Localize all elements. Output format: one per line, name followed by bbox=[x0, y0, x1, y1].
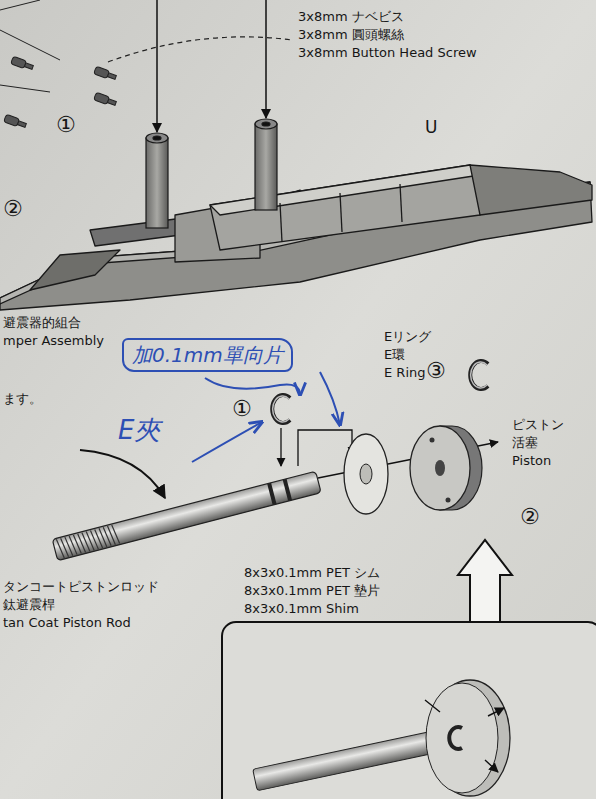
handwritten-leader bbox=[192, 372, 340, 462]
note-text: ます。 bbox=[3, 392, 42, 407]
screw-arrow bbox=[156, 0, 158, 132]
part-label: tan Coat Piston Rod bbox=[3, 616, 131, 631]
mount-posts bbox=[146, 119, 277, 228]
piston bbox=[410, 426, 482, 510]
part-label: ピストン bbox=[512, 418, 564, 433]
thread-stroke bbox=[82, 532, 90, 552]
pointer-arrow bbox=[80, 450, 165, 498]
pet-shim bbox=[344, 434, 388, 514]
part-label: Eリング bbox=[384, 330, 431, 345]
piston-rod bbox=[52, 471, 321, 560]
part-label: E Ring bbox=[384, 366, 425, 381]
ering-arrow bbox=[280, 428, 281, 466]
thread-stroke bbox=[112, 524, 120, 544]
part-label: 8x3x0.1mm PET 墊片 bbox=[244, 584, 380, 599]
screw-label: 3x8mm Button Head Screw bbox=[298, 46, 477, 61]
handwritten-note: 加0.1mm單向片 bbox=[132, 343, 283, 367]
callout-number: ① bbox=[232, 396, 252, 421]
up-arrow bbox=[458, 540, 512, 622]
handwritten-box: 加0.1mm單向片 bbox=[122, 338, 293, 372]
thread-stroke bbox=[86, 531, 94, 551]
thread-stroke bbox=[95, 529, 103, 549]
shim-arrow bbox=[298, 430, 352, 466]
screw-arrow bbox=[265, 0, 267, 118]
section-heading: mper Assembly bbox=[3, 334, 104, 349]
thread-stroke bbox=[99, 528, 107, 548]
callout-number: ② bbox=[3, 196, 23, 221]
thread-stroke bbox=[61, 537, 69, 557]
screw-label: 3x8mm ナベビス bbox=[298, 10, 404, 25]
part-label: Piston bbox=[512, 454, 551, 469]
part-label: 8x3x0.1mm Shim bbox=[244, 602, 359, 617]
thread-stroke bbox=[103, 526, 111, 546]
part-label: 鈦避震桿 bbox=[3, 598, 55, 613]
e-ring-highlight bbox=[273, 362, 487, 422]
section-heading: 避震器的組合 bbox=[3, 316, 81, 331]
thread-stroke bbox=[69, 535, 77, 555]
handwritten-note: E夾 bbox=[118, 416, 160, 446]
callout-number: ② bbox=[520, 504, 540, 529]
thread-stroke bbox=[56, 539, 64, 559]
callout-number: ① bbox=[56, 112, 76, 137]
thread-stroke bbox=[90, 530, 98, 550]
screw-label: 3x8mm 圓頭螺絲 bbox=[298, 28, 404, 43]
inset-box bbox=[222, 622, 596, 799]
callout-number: ③ bbox=[426, 358, 446, 383]
e-ring bbox=[272, 361, 488, 423]
part-label: 8x3x0.1mm PET シム bbox=[244, 566, 380, 581]
thread-stroke bbox=[107, 525, 115, 545]
bumper-plate bbox=[0, 165, 592, 310]
part-label: タンコートピストンロッド bbox=[3, 580, 159, 595]
screw-leaders bbox=[0, 0, 60, 92]
thread-stroke bbox=[78, 533, 86, 553]
dashed-leader bbox=[108, 37, 292, 62]
part-label: E環 bbox=[384, 348, 405, 363]
part-label: 活塞 bbox=[512, 436, 538, 451]
thread-stroke bbox=[73, 534, 81, 554]
thread-stroke bbox=[65, 536, 73, 556]
part-letter: U bbox=[425, 118, 437, 138]
